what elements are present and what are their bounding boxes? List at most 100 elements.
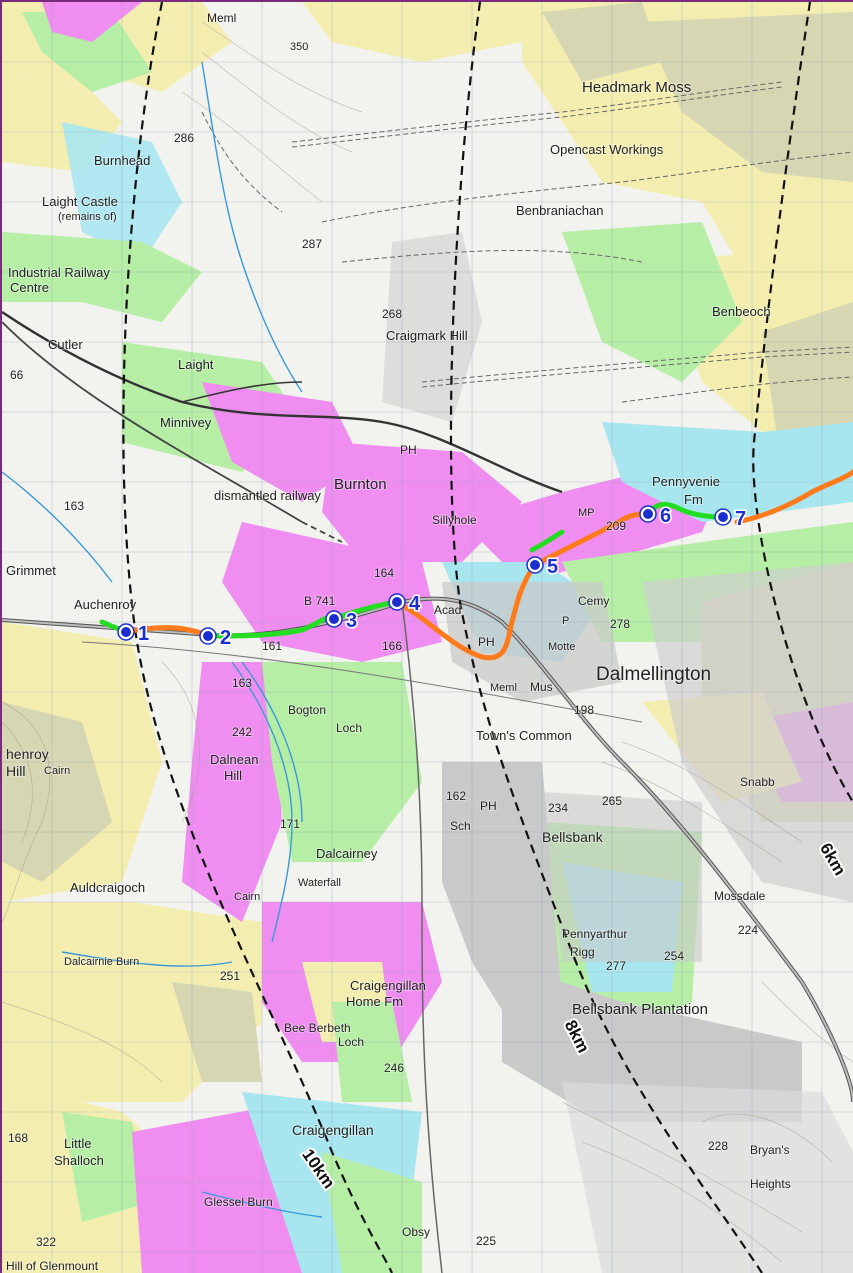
place-label: Obsy [402,1225,430,1239]
waypoint-label: 7 [735,508,746,530]
place-label: 162 [446,789,466,803]
place-label: Craigmark Hill [386,328,468,343]
place-label: Meml [490,682,517,694]
place-label: Bee Berbeth [284,1021,351,1035]
place-label: Shalloch [54,1153,104,1168]
place-label: Dalnean [210,752,258,767]
waypoint-marker[interactable]: 1 [117,622,151,647]
place-label: Benbeoch [712,304,771,319]
place-label: Craigengillan [350,978,426,993]
place-label: Cairn [44,765,70,777]
place-label: 242 [232,725,252,739]
place-label: Cemy [578,594,609,608]
place-label: Pennyarthur [562,927,627,941]
waypoints[interactable]: 1 2 3 4 5 6 7 [117,504,748,651]
waypoint-marker[interactable]: 3 [325,609,359,634]
place-label: Grimmet [6,563,56,578]
place-label: Acad [434,603,461,617]
waypoint-marker[interactable]: 2 [199,626,233,651]
place-label: 287 [302,237,322,251]
place-label: dismantled railway [214,488,321,503]
place-label: 171 [280,817,300,831]
waypoint-marker[interactable]: 6 [639,504,673,529]
place-label: Laight Castle [42,194,118,209]
place-label: PH [478,635,495,649]
place-label: Mus [530,680,553,694]
distance-rings [122,2,853,1273]
place-label: 254 [664,949,684,963]
contours [2,21,853,1263]
place-label: Snabb [740,775,775,789]
place-label: 322 [36,1235,56,1249]
place-label: Bryan's [750,1143,790,1157]
waypoint-dot [329,614,339,624]
place-label: Little [64,1136,91,1151]
place-label: Dalmellington [596,664,711,685]
place-label: Home Fm [346,994,403,1009]
place-label: 225 [476,1234,496,1248]
place-label: 66 [10,368,24,382]
place-label: 228 [708,1139,728,1153]
waypoint-dot [718,512,728,522]
railways [2,311,563,543]
place-label: 164 [374,566,394,580]
place-label: Rigg [570,945,595,959]
place-label: Hill [224,768,242,783]
place-label: 246 [384,1061,404,1075]
place-label: Laight [178,357,214,372]
place-label: 278 [610,617,630,631]
place-label: Bellsbank [542,829,604,845]
place-label: Industrial Railway [8,265,110,280]
place-label: Meml [207,11,236,25]
place-label: B 741 [304,594,336,608]
place-label: 168 [8,1131,28,1145]
place-label: Burnhead [94,153,150,168]
place-label: MP [578,507,595,519]
waypoint-marker[interactable]: 7 [714,507,748,532]
rivers [2,61,323,1218]
place-label: Minnivey [160,415,212,430]
place-label: Loch [338,1035,364,1049]
place-label: Opencast Workings [550,142,664,157]
place-label: Headmark Moss [582,79,691,96]
waypoint-label: 5 [547,556,558,578]
place-label: 166 [382,639,402,653]
place-label: 265 [602,794,622,808]
place-label: Fm [684,492,703,507]
place-label: Glessel Burn [204,1195,273,1209]
place-label: 234 [548,801,568,815]
place-label: Centre [10,280,49,295]
place-label: Waterfall [298,877,341,889]
tracks [201,81,853,403]
waypoint-label: 3 [346,610,357,632]
waypoint-dot [530,560,540,570]
place-label: Burnton [334,476,387,493]
waypoint-marker[interactable]: 5 [526,555,560,580]
place-label: PH [400,443,417,457]
place-label: 224 [738,923,758,937]
place-label: Bellsbank Plantation [572,1001,708,1018]
place-label: P [562,615,569,627]
place-label: Motte [548,641,576,653]
place-label: Sillyhole [432,513,477,527]
place-label: PH [480,799,497,813]
place-label: Cutler [48,337,83,352]
waypoint-marker[interactable]: 4 [388,592,423,617]
place-label: 251 [220,969,240,983]
place-label: Cairn [234,891,260,903]
place-label: Sch [450,819,471,833]
waypoint-dot [392,597,402,607]
waypoint-label: 2 [220,627,231,649]
place-label: Pennyvenie [652,474,720,489]
place-label: Auchenroy [74,597,137,612]
waypoint-dot [203,631,213,641]
place-label: henroy [6,746,49,762]
place-label: Heights [750,1177,791,1191]
place-label: Auldcraigoch [70,880,145,895]
place-label: (remains of) [58,211,117,223]
waypoint-label: 4 [409,593,421,615]
waypoint-dot [121,627,131,637]
place-label: 198 [574,703,594,717]
